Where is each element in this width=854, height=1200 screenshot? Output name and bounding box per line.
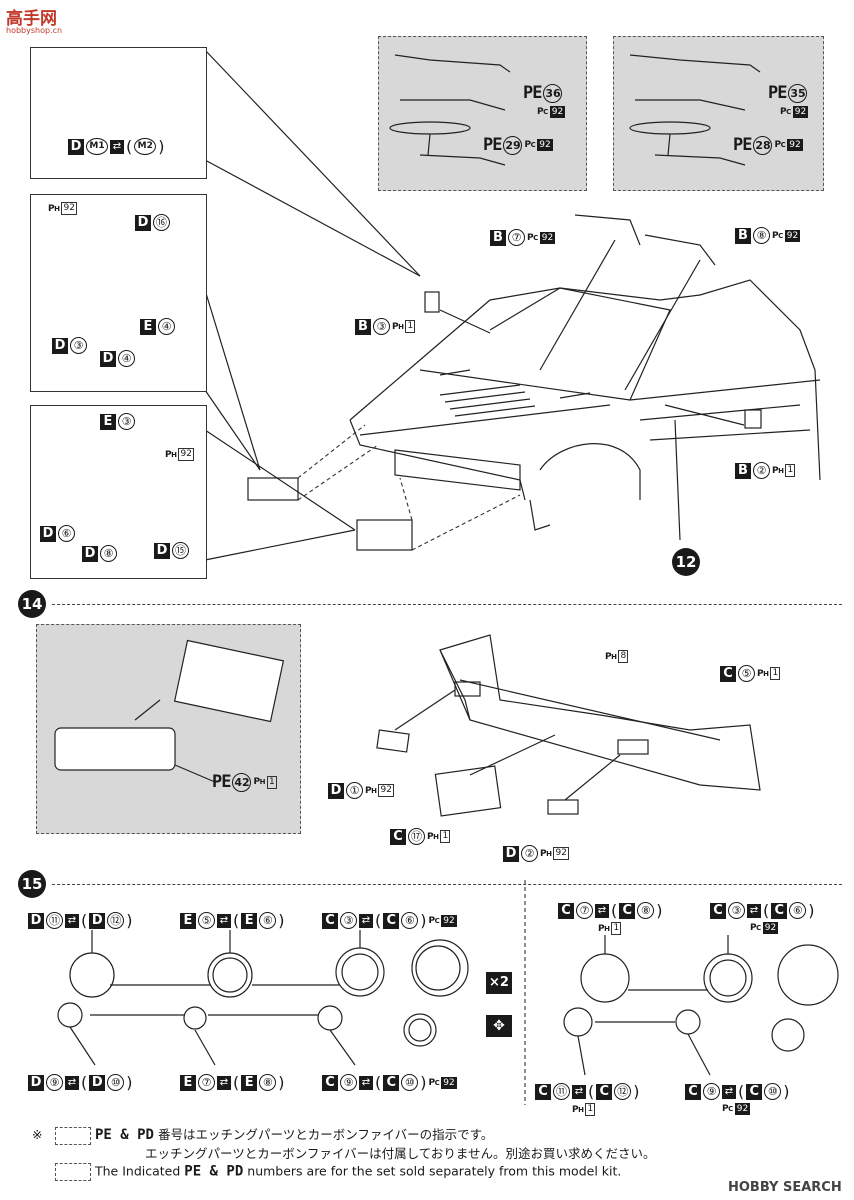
site-logo-url: hobbyshop.cn xyxy=(6,26,63,35)
quantity-x2-badge: ×2 xyxy=(486,972,512,994)
paint-code: M2 xyxy=(134,138,157,155)
swap-icon: ⇄ xyxy=(722,1084,736,1099)
note-line-3: The Indicated PE & PD numbers are for th… xyxy=(55,1163,621,1181)
step-12-marker: 12 xyxy=(672,548,700,576)
site-logo: 高手网 xyxy=(6,9,57,29)
note-mark: ※ xyxy=(32,1127,43,1142)
mirror-flip-icon: ✥ xyxy=(486,1015,512,1037)
note-line-2: エッチングパーツとカーボンファイバーは付属しておりません。別途お買い求めください… xyxy=(145,1146,656,1161)
mirror-part-ref: D M1 ⇄ (M2) xyxy=(68,137,165,156)
swap-icon: ⇄ xyxy=(110,139,124,154)
step-15-marker: 15 xyxy=(18,870,46,898)
step-14-marker: 14 xyxy=(18,590,46,618)
paint-code: M1 xyxy=(86,138,108,155)
mirror-detail-box xyxy=(30,47,207,179)
step-14-divider xyxy=(52,604,842,605)
swap-icon: ⇄ xyxy=(217,913,231,928)
swap-icon: ⇄ xyxy=(595,903,609,918)
swap-icon: ⇄ xyxy=(217,1075,231,1090)
swap-icon: ⇄ xyxy=(359,1075,373,1090)
note-line-1: PE & PD 番号はエッチングパーツとカーボンファイバーの指示です。 xyxy=(55,1124,493,1145)
part-letter: D xyxy=(68,138,84,155)
swap-icon: ⇄ xyxy=(572,1084,586,1099)
pe-wiper-right-box xyxy=(613,36,824,191)
step-15-divider xyxy=(52,884,842,885)
swap-icon: ⇄ xyxy=(65,1075,79,1090)
swap-icon: ⇄ xyxy=(65,913,79,928)
swap-icon: ⇄ xyxy=(747,903,761,918)
hobbysearch-logo: HOBBY SEARCH xyxy=(728,1180,842,1195)
swap-icon: ⇄ xyxy=(359,913,373,928)
